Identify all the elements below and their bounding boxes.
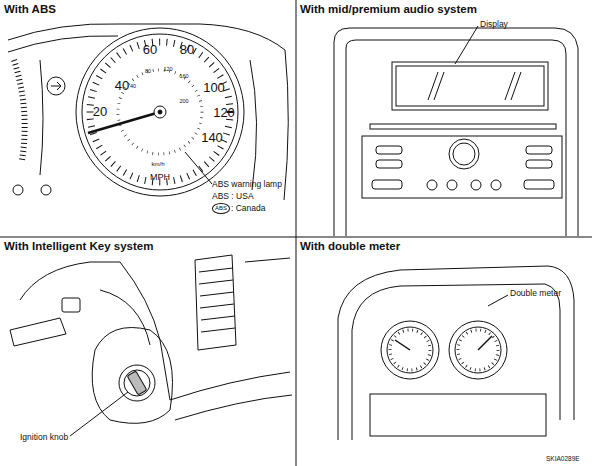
panel-heading: With double meter xyxy=(300,240,400,252)
panel-heading: With Intelligent Key system xyxy=(4,240,153,252)
panel: With ABS xyxy=(0,0,296,237)
figure-code: SKIA0289E xyxy=(546,455,580,462)
panel-heading: With ABS xyxy=(4,3,56,15)
kmh-number: 120 xyxy=(163,66,172,72)
speed-number: 60 xyxy=(143,43,157,57)
callout-label: Ignition knob xyxy=(20,433,68,442)
speed-number: 140 xyxy=(201,131,223,145)
callout-label: Double meter xyxy=(510,289,561,298)
speed-number: 120 xyxy=(213,106,235,120)
kmh-number: 80 xyxy=(145,68,151,74)
speed-number: 100 xyxy=(203,81,225,95)
panel: With Intelligent Key system xyxy=(0,237,296,466)
speed-number: 40 xyxy=(115,79,129,93)
unit-label: MPH xyxy=(150,173,170,183)
panel: With mid/premium audio system xyxy=(296,0,592,237)
unit-label: km/h xyxy=(151,161,164,168)
kmh-number: 40 xyxy=(130,83,136,89)
panel: With double meter xyxy=(296,237,592,466)
speed-number: 20 xyxy=(93,105,107,119)
callout-label: : Canada xyxy=(231,204,266,213)
speed-number: 80 xyxy=(180,43,194,57)
kmh-number: 200 xyxy=(179,98,188,104)
panel-heading: With mid/premium audio system xyxy=(300,3,477,15)
callout-label: Display xyxy=(480,20,508,29)
kmh-number: 160 xyxy=(179,73,188,79)
callout-label: ABS warning lamp xyxy=(212,180,282,189)
callout-label: ABS : USA xyxy=(212,192,254,201)
abs-symbol: ABS xyxy=(212,203,230,214)
